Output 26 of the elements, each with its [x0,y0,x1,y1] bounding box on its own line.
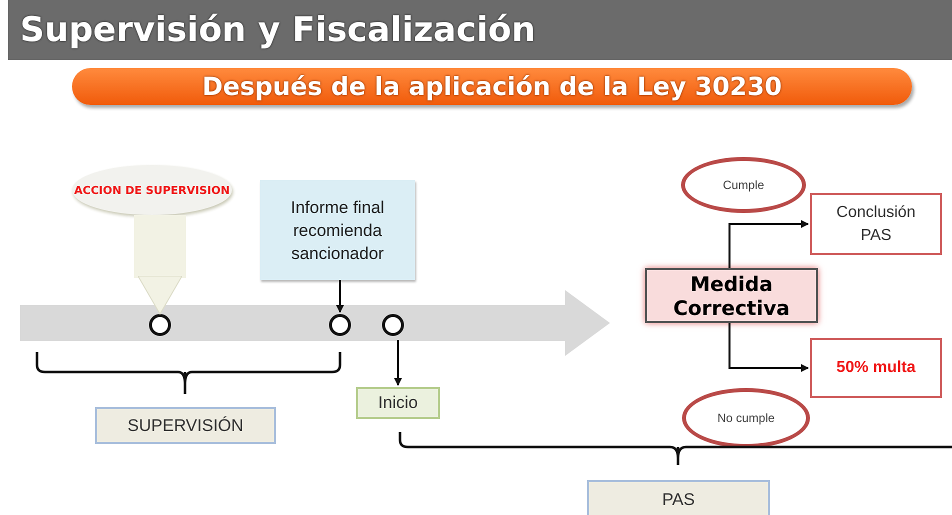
fine-box [810,338,942,398]
node-text: PAS [662,490,695,510]
timeline-arrow [20,290,610,356]
node-text: Después de la aplicación de la Ley 30230 [202,72,782,101]
node-text: Inicio [378,393,418,413]
conclusion-box [810,193,942,255]
title-text: Supervisión y Fiscalización [20,10,536,50]
node-text: Informe final recomienda sancionador [290,196,386,264]
arrow [394,340,402,386]
supervision-box [95,407,276,444]
arrow [336,280,344,313]
node-text: Cumple [722,178,764,192]
node-text: SUPERVISIÓN [128,416,244,436]
pas-box [587,480,770,515]
arrow [728,220,809,268]
subtitle-banner [72,68,912,105]
start-box [356,387,440,419]
measure-box [645,268,818,323]
node-text: Medida Correctiva [672,272,791,320]
block-arrow [134,215,186,314]
report-box [260,180,415,280]
node-text: 50% multa [836,359,916,377]
node-text: ACCION DE SUPERVISION [74,184,230,196]
node-text: Conclusión PAS [835,203,917,246]
node-text: No cumple [717,411,775,425]
arrow [728,323,809,372]
